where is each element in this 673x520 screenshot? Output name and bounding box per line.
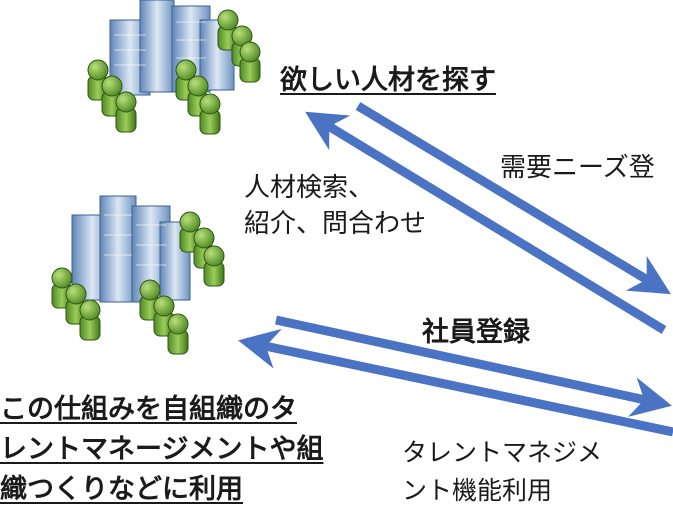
demand-registration-label: 需要ニーズ登: [500, 153, 655, 183]
arrow-talent-search: [305, 111, 667, 334]
own-org-line-1: この仕組みを自組織のタ: [0, 394, 297, 425]
own-org-line-3: 織つくりなどに利用: [0, 474, 243, 505]
find-talent-label: 欲しい人材を探す: [280, 65, 496, 96]
search-label-line-1: 人材検索、: [244, 173, 375, 203]
search-label: 人材検索、 紹介、問合わせ: [244, 170, 426, 242]
own-org-line-2: レントマネージメントや組: [0, 434, 324, 465]
talent-mgmt-line-2: ント機能利用: [402, 476, 553, 505]
talent-mgmt-line-1: タレントマネジメ: [402, 438, 603, 467]
search-label-line-2: 紹介、問合わせ: [244, 209, 427, 239]
talent-management-label: タレントマネジメ ント機能利用: [402, 434, 602, 510]
employee-registration-label: 社員登録: [422, 317, 530, 348]
own-organization-usage-label: この仕組みを自組織のタ レントマネージメントや組 織つくりなどに利用: [0, 390, 323, 510]
office-building-icon: [71, 195, 191, 303]
office-building-icon: [109, 0, 235, 96]
arrow-talent-management: [238, 328, 673, 437]
arrow-demand-registration: [355, 102, 671, 295]
arrow-employee-registration: [275, 315, 672, 417]
